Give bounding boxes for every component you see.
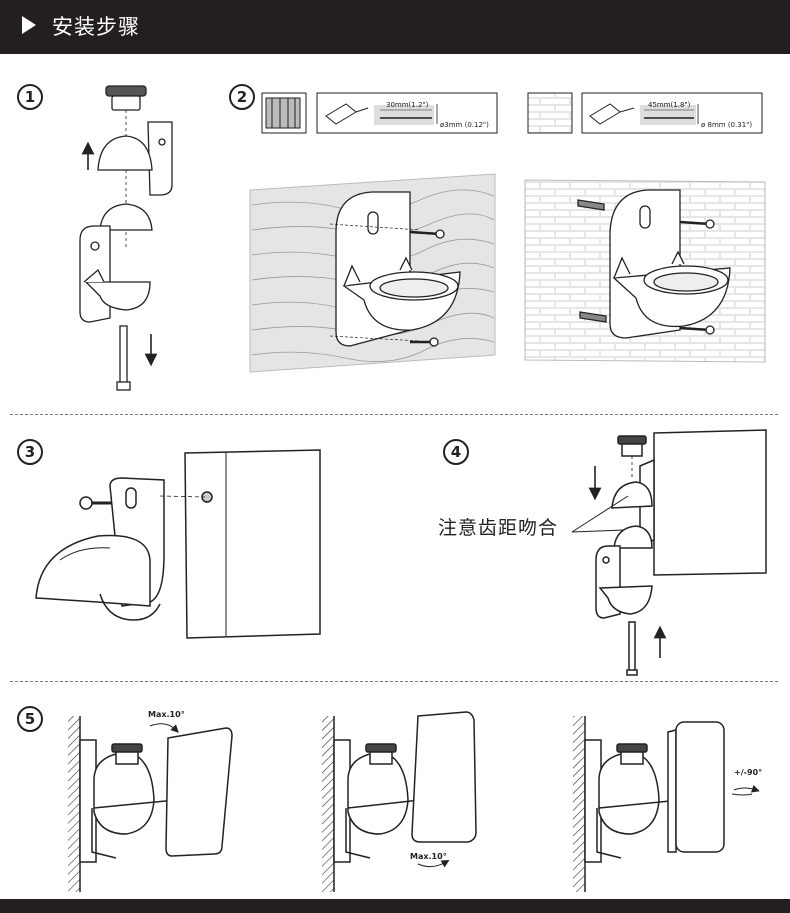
header-bar: 安装步骤	[0, 0, 790, 54]
section-divider	[10, 414, 778, 415]
wood-drill-diameter-label: ø3mm (0.12")	[440, 121, 489, 129]
step1-exploded-view	[79, 85, 173, 391]
tilt-down-label: Max.10°	[410, 852, 447, 861]
step-4-badge: 4	[443, 439, 469, 465]
step-1-badge: 1	[17, 84, 43, 110]
rotate-label: +/-90°	[734, 768, 763, 777]
tooth-alignment-note: 注意齿距吻合	[438, 517, 559, 539]
tilt-up-label: Max.10°	[148, 710, 185, 719]
step5-tilt-up	[68, 716, 233, 892]
step5-rotate	[573, 716, 760, 892]
knob-icon	[105, 85, 147, 97]
play-arrow-icon	[22, 16, 36, 34]
speaker-rotated	[675, 721, 725, 853]
drill-bit-spec-brick	[581, 92, 763, 134]
brick-drill-diameter-label: ø 8mm (0.31")	[701, 121, 753, 129]
page-title: 安装步骤	[52, 15, 140, 39]
speaker-box-step4	[653, 429, 767, 576]
wood-drill-length-label: 30mm(1.2")	[386, 101, 429, 109]
step-2-badge: 2	[229, 84, 255, 110]
drill-bit-spec-wood	[316, 92, 498, 134]
brick-material-icon	[527, 92, 573, 134]
wall-bracket-on-brick	[577, 189, 731, 339]
step3-attach-bracket	[35, 449, 321, 639]
speaker-tilted-up	[165, 727, 233, 857]
section-divider	[10, 681, 778, 682]
wood-material-icon	[261, 92, 307, 134]
wall-bracket-on-wood	[329, 191, 461, 347]
step5-tilt-down	[322, 711, 477, 892]
speaker-box	[184, 449, 321, 639]
step-5-badge: 5	[17, 706, 43, 732]
step-3-badge: 3	[17, 439, 43, 465]
footer-bar	[0, 899, 790, 913]
step4-mount-speaker	[571, 429, 767, 676]
brick-drill-length-label: 45mm(1.8")	[648, 101, 691, 109]
speaker-tilted-down	[411, 711, 477, 843]
